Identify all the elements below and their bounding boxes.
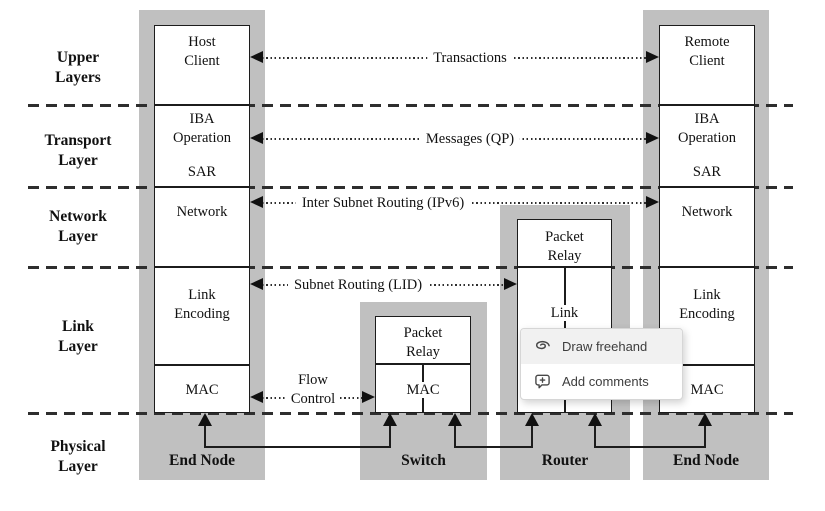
cell-sar-left: SAR: [187, 164, 217, 180]
right-arrowhead-icon: [646, 196, 659, 208]
up-arrow-icon: [525, 413, 539, 426]
phys-link-line: [454, 417, 456, 447]
end-node-left-title: End Node: [169, 452, 235, 469]
flow-control-arrow-line: [262, 397, 287, 399]
cell-packet-relay-switch: Packet Relay: [403, 325, 443, 360]
stack-divider: [154, 104, 250, 106]
phys-link-endnode-switch: [204, 446, 391, 448]
flow-control-label: Flow Control: [290, 372, 336, 407]
phys-link-line: [531, 417, 533, 447]
cell-mac-left: MAC: [185, 382, 219, 398]
menu-item-draw-freehand[interactable]: Draw freehand: [521, 329, 682, 364]
right-arrowhead-icon: [646, 132, 659, 144]
left-arrowhead-icon: [250, 51, 263, 63]
stack-divider: [154, 186, 250, 188]
right-arrowhead-icon: [646, 51, 659, 63]
draw-freehand-icon: [535, 340, 550, 350]
layer-label-network: Network Layer: [49, 208, 107, 245]
stack-divider: [659, 186, 755, 188]
up-arrow-icon: [448, 413, 462, 426]
end-node-right-title: End Node: [673, 452, 739, 469]
right-arrowhead-icon: [362, 391, 375, 403]
stack-divider: [659, 104, 755, 106]
layer-label-physical: Physical Layer: [50, 438, 106, 475]
cell-host-client: Host Client: [184, 34, 220, 69]
layer-divider-upper-transport: [28, 104, 793, 107]
up-arrow-icon: [198, 413, 212, 426]
cell-iba-operation-left: IBA Operation: [173, 111, 231, 146]
cell-network-right: Network: [681, 204, 733, 220]
phys-link-line: [389, 417, 391, 447]
cell-link-encoding-right: Link Encoding: [679, 287, 735, 322]
cell-link-encoding-left: Link Encoding: [174, 287, 230, 322]
transactions-label: Transactions: [427, 48, 513, 68]
up-arrow-icon: [383, 413, 397, 426]
layer-divider-transport-network: [28, 186, 793, 189]
switch-title: Switch: [401, 452, 446, 469]
layer-divider-network-link: [28, 266, 793, 269]
context-menu[interactable]: Draw freehand Add comments: [520, 328, 683, 400]
cell-link-router: Link: [517, 304, 612, 323]
end-node-left-stack: [154, 25, 250, 413]
menu-item-label: Draw freehand: [562, 339, 648, 354]
right-arrowhead-icon: [504, 278, 517, 290]
layer-label-link: Link Layer: [58, 318, 98, 355]
menu-item-label: Add comments: [562, 374, 649, 389]
layer-divider-link-physical: [28, 412, 793, 415]
layer-label-transport: Transport Layer: [44, 132, 112, 169]
phys-link-line: [204, 417, 206, 447]
up-arrow-icon: [588, 413, 602, 426]
menu-item-add-comments[interactable]: Add comments: [521, 364, 682, 399]
phys-link-switch-router: [454, 446, 533, 448]
phys-link-router-endnode: [594, 446, 706, 448]
flow-control-arrow-line: [340, 397, 363, 399]
layer-label-upper: Upper Layers: [55, 49, 101, 86]
stack-divider: [659, 266, 755, 268]
phys-link-line: [594, 417, 596, 447]
up-arrow-icon: [698, 413, 712, 426]
cell-remote-client: Remote Client: [684, 34, 730, 69]
messages-label: Messages (QP): [419, 129, 521, 149]
cell-mac-switch: MAC: [375, 381, 471, 400]
left-arrowhead-icon: [250, 391, 263, 403]
subnet-routing-label: Subnet Routing (LID): [287, 275, 429, 295]
phys-link-line: [704, 417, 706, 447]
router-title: Router: [541, 452, 589, 469]
add-comments-icon: [535, 374, 550, 389]
cell-sar-right: SAR: [692, 164, 722, 180]
left-arrowhead-icon: [250, 278, 263, 290]
inter-subnet-routing-label: Inter Subnet Routing (IPv6): [295, 193, 471, 213]
cell-packet-relay-router: Packet Relay: [545, 229, 584, 264]
stack-divider: [659, 364, 755, 366]
cell-mac-right: MAC: [690, 382, 724, 398]
stack-divider: [154, 364, 250, 366]
stack-divider: [154, 266, 250, 268]
cell-network-left: Network: [176, 204, 228, 220]
left-arrowhead-icon: [250, 132, 263, 144]
cell-iba-operation-right: IBA Operation: [678, 111, 736, 146]
left-arrowhead-icon: [250, 196, 263, 208]
